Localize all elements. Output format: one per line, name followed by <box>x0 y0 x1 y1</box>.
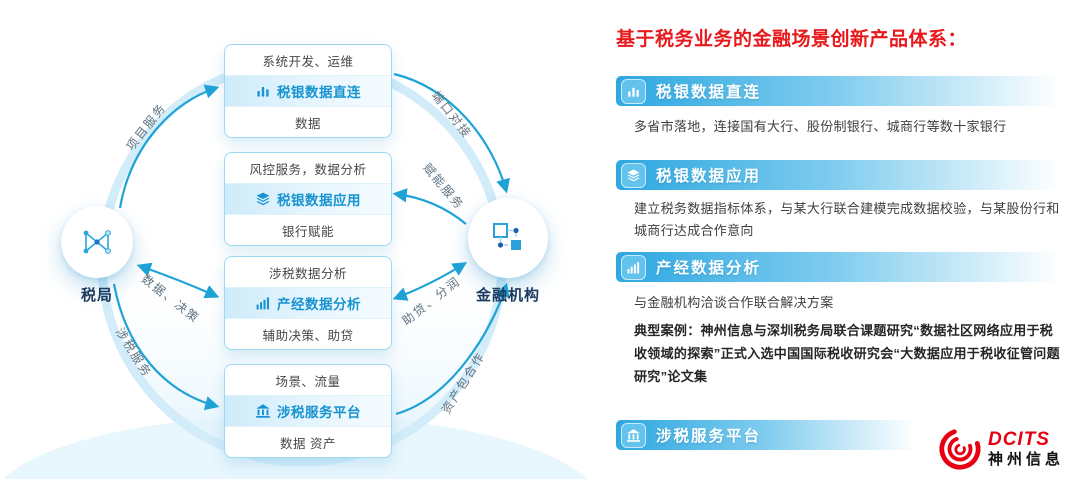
card-main-text: 涉税服务平台 <box>277 405 361 420</box>
card-tax-service-platform: 场景、流量 涉税服务平台 数据 资产 <box>224 364 392 458</box>
org-chart-icon <box>493 223 521 250</box>
rising-bar-chart-icon <box>255 295 271 311</box>
card-industry-data-analysis: 涉税数据分析 产经数据分析 辅助决策、助贷 <box>224 256 392 350</box>
bar-chart-icon <box>255 83 271 99</box>
arrow-loan-profit <box>392 262 468 301</box>
card-bottom-text: 数据 资产 <box>280 436 336 451</box>
bank-icon <box>255 403 271 419</box>
dcits-swirl-icon <box>939 429 981 470</box>
arrow-enablement-service <box>392 188 467 225</box>
page-title: 基于税务业务的金融场景创新产品体系： <box>616 29 968 50</box>
section-heading-tax-service-platform: 涉税服务平台 <box>616 420 916 450</box>
card-bottom-text: 银行赋能 <box>281 224 334 239</box>
card-tax-bank-direct-connect: 系统开发、运维 税银数据直连 数据 <box>224 44 392 138</box>
card-main-text: 税银数据应用 <box>277 193 361 208</box>
card-bottom-text: 辅助决策、助贷 <box>262 328 354 343</box>
card-main-row: 涉税服务平台 <box>225 395 391 427</box>
rising-bar-chart-icon <box>621 254 646 280</box>
card-top-text: 场景、流量 <box>275 374 341 389</box>
section-body: 与金融机构洽谈合作联合解决方案 <box>634 295 834 310</box>
card-main-text: 产经数据分析 <box>277 297 361 312</box>
tax-bureau-node <box>61 206 133 278</box>
section-heading-label: 产经数据分析 <box>656 260 762 277</box>
arrow-asset-package <box>395 282 510 416</box>
logo-text: DCITS 神州信息 <box>988 430 1064 468</box>
card-bottom-text: 数据 <box>294 116 321 131</box>
arrow-project-service <box>118 84 220 209</box>
card-top-text: 风控服务，数据分析 <box>249 162 367 177</box>
card-top-text: 涉税数据分析 <box>268 266 347 281</box>
card-main-row: 税银数据应用 <box>225 183 391 215</box>
bank-icon <box>621 422 646 448</box>
financial-institution-node <box>468 198 548 278</box>
flow-arrows <box>112 72 510 416</box>
arrow-port-connection <box>393 72 510 194</box>
section-heading-tax-bank-direct-connect: 税银数据直连 <box>616 76 1060 106</box>
section-heading-tax-bank-data-application: 税银数据应用 <box>616 160 1060 190</box>
card-top-text: 系统开发、运维 <box>262 54 354 69</box>
layers-icon <box>255 191 271 207</box>
card-main-text: 税银数据直连 <box>277 85 361 100</box>
logo-company: 神州信息 <box>987 451 1064 469</box>
financial-institution-label: 金融机构 <box>475 287 540 304</box>
section-heading-label: 涉税服务平台 <box>656 428 762 445</box>
card-main-row: 产经数据分析 <box>225 287 391 319</box>
card-main-row: 税银数据直连 <box>225 75 391 107</box>
tax-bureau-label: 税局 <box>80 287 113 304</box>
arrow-tax-service <box>112 283 220 411</box>
dcits-logo: DCITS 神州信息 <box>938 427 1064 471</box>
section-heading-industry-data-analysis: 产经数据分析 <box>616 252 1060 282</box>
typical-case-text: 典型案例：神州信息与深圳税务局联合课题研究“数据社区网络应用于税收领域的探索”正… <box>634 323 1060 384</box>
arrow-data-decision <box>136 262 220 299</box>
network-node-icon <box>83 230 111 254</box>
bar-chart-icon <box>621 78 646 104</box>
card-tax-bank-data-application: 风控服务，数据分析 税银数据应用 银行赋能 <box>224 152 392 246</box>
section-heading-label: 税银数据直连 <box>656 84 762 101</box>
section-body: 建立税务数据指标体系，与某大行联合建模完成数据校验，与某股份行和城商行达成合作意… <box>634 201 1060 239</box>
logo-brand: DCITS <box>987 429 1050 451</box>
section-body: 多省市落地，连接国有大行、股份制银行、城商行等数十家银行 <box>634 119 1007 134</box>
section-heading-label: 税银数据应用 <box>656 168 762 185</box>
layers-icon <box>621 162 646 188</box>
